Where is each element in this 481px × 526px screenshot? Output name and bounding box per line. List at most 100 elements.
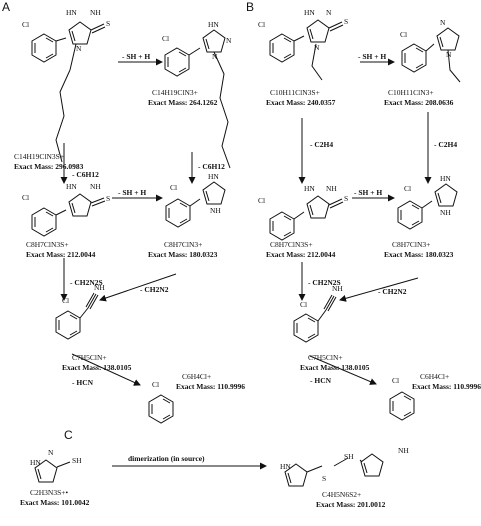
c-m1-formula: C2H3N3S+•: [30, 488, 69, 497]
a-loss-c6h12-2: - C6H12: [198, 162, 225, 171]
atom-label: N: [440, 18, 446, 27]
atom-label: Cl: [62, 296, 70, 305]
a-mol4: [165, 181, 226, 228]
atom-label: NH: [94, 283, 105, 292]
atom-label: S: [106, 194, 111, 203]
a-m5-formula: C7H5ClN+: [72, 353, 107, 362]
atom-label: Cl: [22, 193, 30, 202]
panel-a-arrows: [60, 58, 196, 386]
b-m5-mass: Exact Mass: 138.0105: [300, 363, 370, 372]
b-m4-formula: C8H7ClN3+: [392, 240, 431, 249]
a-m2-mass: Exact Mass: 264.1262: [148, 98, 218, 107]
atom-label: Cl: [22, 20, 30, 29]
atom-label: NH: [332, 284, 343, 293]
atom-label: S: [344, 17, 349, 26]
atom-label: NH: [210, 206, 221, 215]
atom-label: S: [322, 474, 327, 483]
atom-label: N: [314, 43, 320, 52]
a-loss-ch2n2s: - CH2N2S: [70, 278, 103, 287]
b-mol1: [269, 19, 344, 81]
a-m1-mass: Exact Mass: 296.0983: [14, 162, 84, 171]
atom-label: HN: [280, 462, 291, 471]
atom-label: SH: [344, 452, 354, 461]
b-loss-hcn: - HCN: [310, 376, 332, 385]
a-loss-hcn: - HCN: [72, 378, 94, 387]
atom-label: Cl: [404, 184, 412, 193]
panel-b-structures: [269, 19, 461, 421]
b-m6-formula: C6H4Cl+: [420, 372, 450, 381]
atom-label: N: [446, 50, 452, 59]
atom-label: NH: [398, 446, 409, 455]
atom-label: N: [326, 8, 332, 17]
b-loss-ch2n2: - CH2N2: [378, 287, 407, 296]
a-m6-formula: C6H4Cl+: [182, 372, 212, 381]
a-m3-formula: C8H7ClN3S+: [26, 240, 69, 249]
a-mol5: [55, 292, 99, 340]
atom-label: HN: [208, 172, 219, 181]
atom-label: N: [226, 36, 232, 45]
b-m4-mass: Exact Mass: 180.0323: [384, 250, 454, 259]
b-m5-formula: C7H5ClN+: [308, 353, 343, 362]
atom-label: Cl: [170, 183, 178, 192]
c-m1-mass: Exact Mass: 101.0042: [20, 498, 90, 507]
c-m2-formula: C4H5N6S2+: [322, 490, 362, 499]
b-mol6: [389, 391, 415, 421]
a-m2-formula: C14H19ClN3+: [152, 88, 198, 97]
atom-label: Cl: [258, 196, 266, 205]
atom-label: NH: [440, 208, 451, 217]
atom-label: NH: [90, 182, 101, 191]
a-loss-sh: - SH + H: [122, 52, 151, 61]
panel-label-a: A: [2, 0, 11, 14]
atom-label: HN: [304, 8, 315, 17]
b-loss-ch2n2s: - CH2N2S: [308, 278, 341, 287]
atom-label: SH: [72, 456, 82, 465]
atom-label: HN: [304, 184, 315, 193]
atom-label: Cl: [392, 376, 400, 385]
atom-label: S: [344, 194, 349, 203]
b-m3-formula: C8H7ClN3S+: [270, 240, 313, 249]
a-mol6: [148, 394, 174, 424]
atom-label: Cl: [152, 380, 160, 389]
b-m6-mass: Exact Mass: 110.9996: [412, 382, 481, 391]
c-m2-mass: Exact Mass: 201.0012: [316, 500, 386, 509]
b-loss-sh-2: - SH + H: [354, 188, 383, 197]
c-mol2-right: [360, 453, 384, 477]
b-mol2: [401, 27, 461, 83]
b-m2-formula: C10H11ClN3+: [388, 88, 434, 97]
atom-label: HN: [208, 20, 219, 29]
a-m1-formula: C14H19ClN3S+: [14, 152, 65, 161]
panel-label-b: B: [246, 0, 255, 14]
panel-c-structures: [34, 453, 384, 487]
a-m5-mass: Exact Mass: 138.0105: [62, 363, 132, 372]
b-mol4: [397, 183, 458, 230]
a-m6-mass: Exact Mass: 110.9996: [176, 382, 245, 391]
atom-label: NH: [90, 8, 101, 17]
atom-label: N: [76, 44, 82, 53]
atom-label: Cl: [162, 34, 170, 43]
atom-label: N: [212, 52, 218, 61]
atom-label: HN: [440, 174, 451, 183]
b-loss-c2h4-2: - C2H4: [434, 140, 458, 149]
b-loss-sh: - SH + H: [358, 52, 387, 61]
a-mol2: [164, 29, 231, 169]
c-dimerization-label: dimerization (in source): [128, 454, 205, 463]
panel-label-c: C: [64, 428, 73, 442]
atom-label: Cl: [300, 300, 308, 309]
atom-label: Cl: [258, 20, 266, 29]
a-loss-c6h12-1: - C6H12: [72, 170, 99, 179]
a-m4-formula: C8H7ClN3+: [164, 240, 203, 249]
b-m1-mass: Exact Mass: 240.0357: [266, 98, 336, 107]
panel-b-arrows: [298, 58, 432, 385]
b-mol3: [269, 195, 344, 241]
atom-label: N: [48, 448, 54, 457]
a-mol3: [31, 193, 106, 237]
atom-label: Cl: [400, 30, 408, 39]
b-mol5: [293, 294, 337, 343]
atom-label: HN: [30, 458, 41, 467]
atom-label: HN: [66, 182, 77, 191]
a-mol1: [31, 21, 106, 163]
a-m3-mass: Exact Mass: 212.0044: [26, 250, 96, 259]
atom-label: S: [106, 19, 111, 28]
b-loss-c2h4-1: - C2H4: [310, 140, 334, 149]
